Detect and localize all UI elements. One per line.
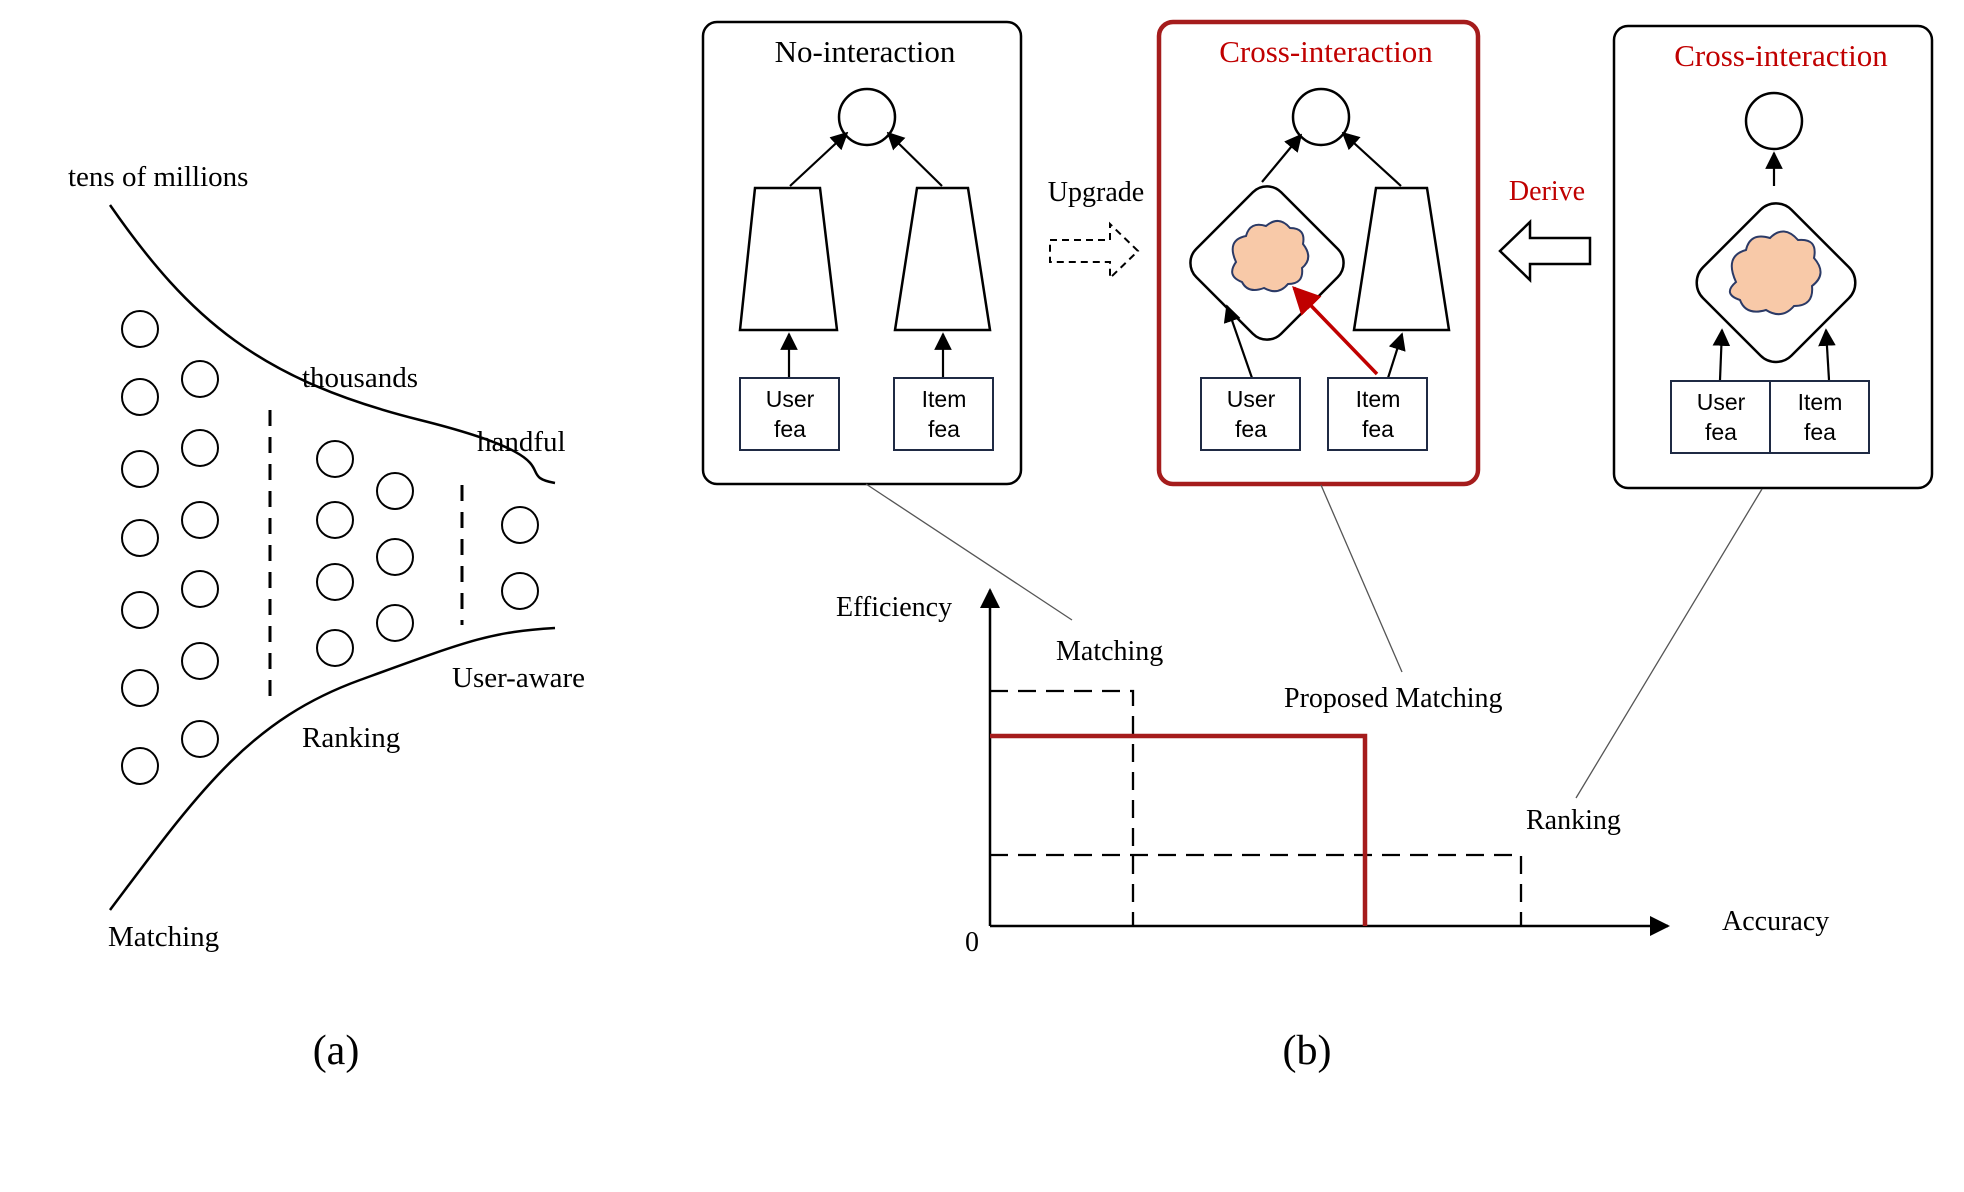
connector-ranking (1575, 488, 1763, 799)
candidate-circles-stage-1 (121, 310, 219, 785)
item-feature-label-2: fea (1804, 419, 1836, 445)
box-no-interaction: No-interaction User fea Item fea (701, 20, 1023, 486)
candidate-circles-stage-2 (316, 440, 414, 667)
user-tower (738, 186, 839, 332)
item-feature-label: Item (1356, 386, 1401, 412)
box-cross-interaction-proposed: Cross-interaction User fea Item fea (1156, 19, 1481, 487)
ranking-region (990, 853, 1523, 926)
upgrade-label: Upgrade (1048, 177, 1144, 208)
user-feature-box (739, 377, 840, 451)
user-feature-box (1200, 377, 1301, 451)
connector-proposed (1320, 484, 1403, 673)
user-feature-label: User (1227, 386, 1276, 412)
x-axis-label: Accuracy (1722, 906, 1829, 937)
user-feature-label: User (766, 386, 815, 412)
ranking-region-label: Ranking (1526, 805, 1621, 836)
caption-a: (a) (313, 1028, 360, 1074)
proposed-matching-region (990, 733, 1368, 926)
user-feature-label-2: fea (774, 416, 806, 442)
funnel-top-curve (108, 204, 556, 485)
user-feature-label: User (1697, 389, 1746, 415)
user-feature-box (1670, 380, 1771, 454)
candidate-circles-stage-3 (501, 506, 539, 610)
item-feature-box (1769, 380, 1870, 454)
label-matching: Matching (108, 921, 219, 953)
label-handful: handful (477, 426, 566, 458)
label-ranking: Ranking (302, 722, 400, 754)
panel-a-funnel: tens of millions thousands handful User-… (68, 161, 585, 1074)
score-node (1744, 91, 1804, 151)
score-node (837, 87, 897, 147)
item-feature-label-2: fea (1362, 416, 1394, 442)
item-feature-label: Item (1798, 389, 1843, 415)
cloud-icon (1231, 220, 1310, 293)
derive-arrow: Derive (1498, 176, 1592, 283)
y-axis-label: Efficiency (836, 592, 952, 623)
item-feature-box (893, 377, 994, 451)
upgrade-arrow: Upgrade (1048, 177, 1144, 281)
box-cross-interaction-ranking: Cross-interaction User fea Item fea (1612, 24, 1934, 490)
proposed-region-label: Proposed Matching (1284, 683, 1503, 714)
matching-region-label: Matching (1056, 636, 1163, 667)
box-title: Cross-interaction (1219, 34, 1433, 69)
box-title: No-interaction (775, 34, 956, 69)
caption-b: (b) (1283, 1028, 1332, 1074)
label-thousands: thousands (302, 362, 418, 394)
origin-label: 0 (965, 927, 979, 958)
funnel-bottom-curve (108, 626, 556, 911)
cloud-icon (1729, 230, 1822, 316)
item-feature-box (1327, 377, 1428, 451)
user-feature-label-2: fea (1235, 416, 1267, 442)
label-tens-of-millions: tens of millions (68, 161, 248, 193)
item-feature-label: Item (922, 386, 967, 412)
label-user-aware: User-aware (452, 662, 585, 694)
score-node (1291, 87, 1351, 147)
item-tower (893, 186, 992, 332)
user-feature-label-2: fea (1705, 419, 1737, 445)
matching-region (990, 689, 1135, 926)
cross-interaction-arrow (1292, 285, 1379, 376)
box-title: Cross-interaction (1674, 38, 1888, 73)
connector-no-interaction (865, 483, 1073, 621)
item-feature-label-2: fea (928, 416, 960, 442)
derive-label: Derive (1509, 176, 1585, 207)
item-tower (1352, 186, 1451, 332)
efficiency-accuracy-plot: Efficiency Accuracy 0 Matching Proposed … (836, 588, 1829, 958)
